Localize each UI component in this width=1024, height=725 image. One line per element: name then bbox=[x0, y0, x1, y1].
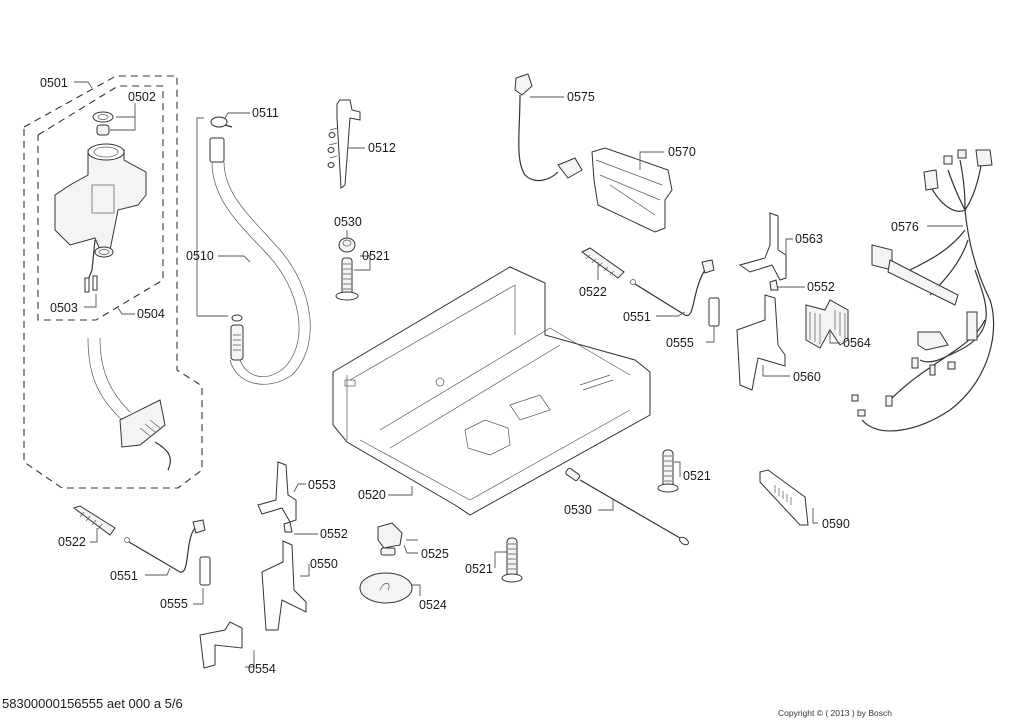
part-0553-bracket[interactable] bbox=[257, 461, 297, 523]
label-0576[interactable]: 0576 bbox=[891, 220, 919, 234]
part-0511-clamp[interactable] bbox=[210, 116, 233, 128]
part-0552-clip-right[interactable] bbox=[769, 279, 779, 291]
label-0504[interactable]: 0504 bbox=[137, 307, 165, 321]
label-0520[interactable]: 0520 bbox=[358, 488, 386, 502]
part-labels: 0501 0502 0503 0504 0511 0510 0512 0530 … bbox=[40, 76, 919, 676]
part-0570-control-module[interactable] bbox=[591, 147, 673, 233]
label-0521-top[interactable]: 0521 bbox=[362, 249, 390, 263]
part-0524-disc[interactable] bbox=[359, 572, 413, 604]
part-0522-spring-right[interactable] bbox=[581, 247, 625, 279]
label-0525[interactable]: 0525 bbox=[421, 547, 449, 561]
label-0550[interactable]: 0550 bbox=[310, 557, 338, 571]
label-0554[interactable]: 0554 bbox=[248, 662, 276, 676]
label-0530-rod[interactable]: 0530 bbox=[564, 503, 592, 517]
group-0501-outline bbox=[23, 75, 203, 489]
part-0501-valve[interactable] bbox=[54, 143, 147, 258]
part-0550-bracket[interactable] bbox=[261, 540, 307, 631]
part-0525-sensor[interactable] bbox=[377, 522, 403, 556]
part-0504-hose[interactable] bbox=[87, 337, 171, 471]
label-0522-right[interactable]: 0522 bbox=[579, 285, 607, 299]
label-0570[interactable]: 0570 bbox=[668, 145, 696, 159]
label-0590[interactable]: 0590 bbox=[822, 517, 850, 531]
part-0555-clip-left[interactable] bbox=[199, 556, 211, 586]
label-0552-right[interactable]: 0552 bbox=[807, 280, 835, 294]
label-0563[interactable]: 0563 bbox=[795, 232, 823, 246]
label-0553[interactable]: 0553 bbox=[308, 478, 336, 492]
part-0551-cable-left[interactable] bbox=[124, 519, 206, 573]
label-0502[interactable]: 0502 bbox=[128, 90, 156, 104]
label-0522-left[interactable]: 0522 bbox=[58, 535, 86, 549]
label-0521-right[interactable]: 0521 bbox=[683, 469, 711, 483]
part-0564-grille[interactable] bbox=[805, 299, 849, 349]
part-0530-nut[interactable] bbox=[338, 237, 356, 253]
part-0521-foot-top[interactable] bbox=[335, 257, 359, 301]
part-0503-wires[interactable] bbox=[84, 239, 98, 293]
label-0551-left[interactable]: 0551 bbox=[110, 569, 138, 583]
part-0520-base[interactable] bbox=[332, 266, 651, 516]
part-0512-rail[interactable] bbox=[327, 99, 361, 189]
label-0555-left[interactable]: 0555 bbox=[160, 597, 188, 611]
part-0554-bracket[interactable] bbox=[199, 621, 243, 669]
part-0590-filter[interactable] bbox=[759, 469, 809, 526]
copyright-notice: Copyright © ( 2013 ) by Bosch bbox=[778, 708, 892, 718]
document-id: 58300000156555 aet 000 a 5/6 bbox=[2, 696, 183, 711]
label-0512[interactable]: 0512 bbox=[368, 141, 396, 155]
part-0502-seals[interactable] bbox=[92, 111, 114, 136]
label-0552-left[interactable]: 0552 bbox=[320, 527, 348, 541]
part-0563-bracket[interactable] bbox=[738, 212, 787, 281]
label-0564[interactable]: 0564 bbox=[843, 336, 871, 350]
label-0555-right[interactable]: 0555 bbox=[666, 336, 694, 350]
label-0551-right[interactable]: 0551 bbox=[623, 310, 651, 324]
part-0551-cable-right[interactable] bbox=[630, 259, 715, 317]
label-0560[interactable]: 0560 bbox=[793, 370, 821, 384]
label-0521-bottom[interactable]: 0521 bbox=[465, 562, 493, 576]
part-0555-clip-right[interactable] bbox=[708, 297, 720, 327]
part-0575-power-cord[interactable] bbox=[514, 73, 583, 182]
part-0522-spring-left[interactable] bbox=[72, 505, 116, 536]
leader-lines bbox=[74, 81, 963, 668]
label-0501[interactable]: 0501 bbox=[40, 76, 68, 90]
label-0510[interactable]: 0510 bbox=[186, 249, 214, 263]
label-0511[interactable]: 0511 bbox=[252, 106, 279, 120]
part-0576-wiring-harness[interactable] bbox=[851, 149, 995, 432]
part-0521-foot-right[interactable] bbox=[657, 449, 679, 493]
label-0530-top[interactable]: 0530 bbox=[334, 215, 362, 229]
part-0510-drain-hose[interactable] bbox=[209, 137, 311, 385]
part-0530-rod[interactable] bbox=[565, 467, 690, 547]
part-0552-clip-left[interactable] bbox=[283, 521, 293, 533]
label-0575[interactable]: 0575 bbox=[567, 90, 595, 104]
label-0524[interactable]: 0524 bbox=[419, 598, 447, 612]
part-0521-foot-bottom[interactable] bbox=[501, 537, 523, 583]
label-0503[interactable]: 0503 bbox=[50, 301, 78, 315]
part-0560-bracket[interactable] bbox=[736, 294, 786, 391]
